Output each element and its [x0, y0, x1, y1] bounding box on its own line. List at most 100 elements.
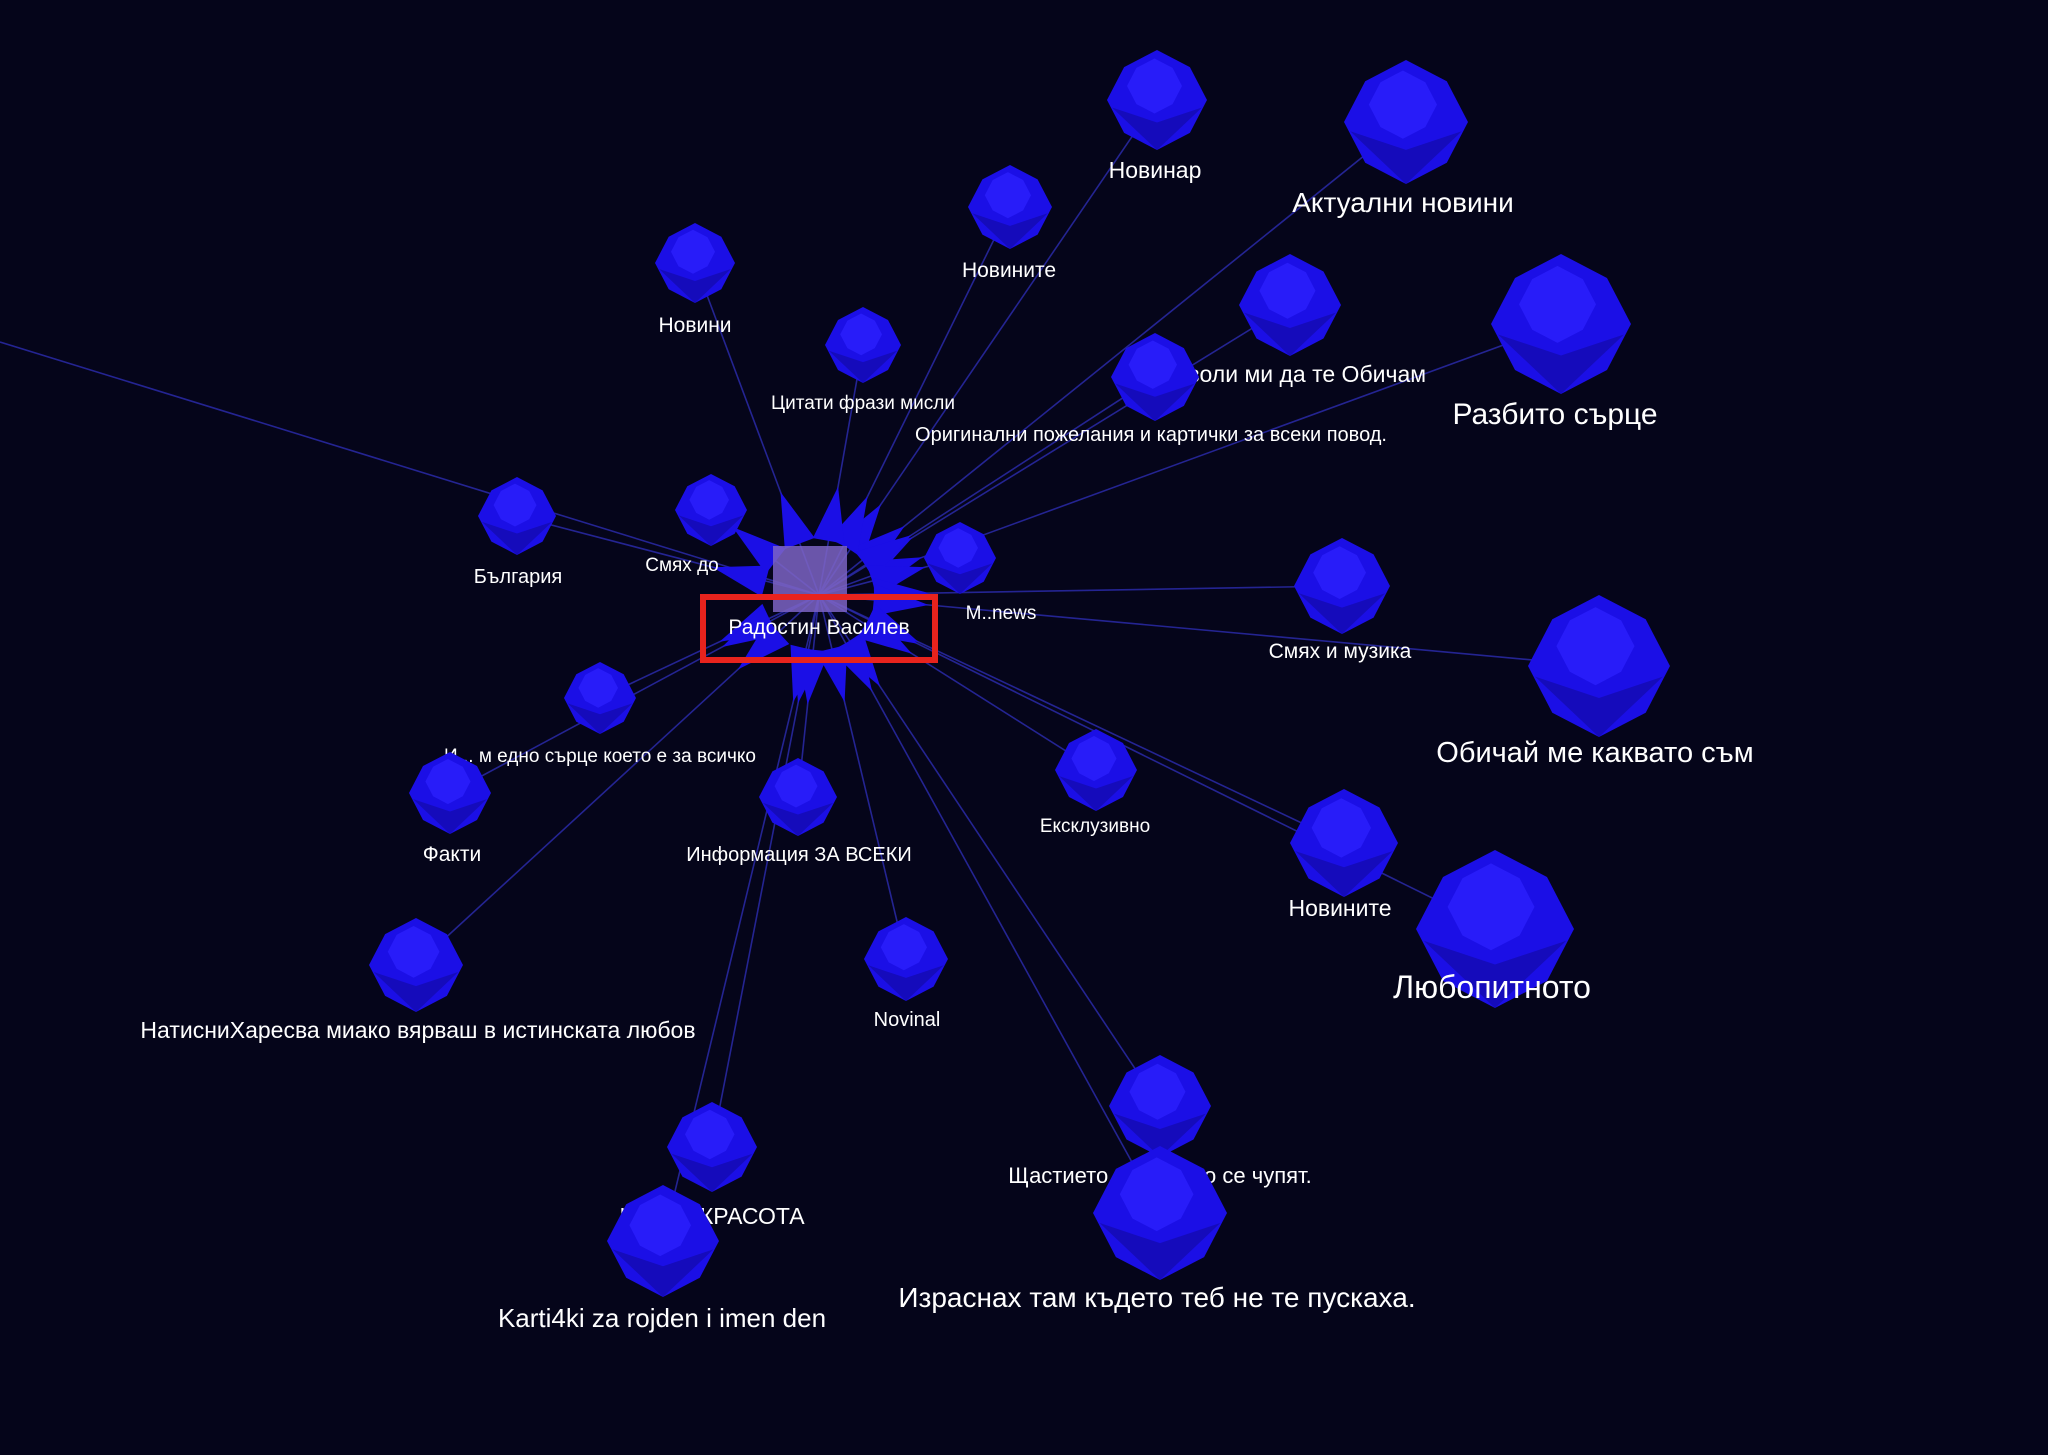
node-facet: [1311, 798, 1371, 858]
node-label: НатисниХаресва миако вярваш в истинската…: [140, 1017, 695, 1043]
node-shade: [678, 515, 744, 546]
graph-node-14[interactable]: Факти: [409, 752, 491, 866]
graph-node-23[interactable]: Karti4ki za rojden i imen den: [498, 1185, 826, 1333]
node-shade: [1115, 383, 1195, 421]
graph-node-20[interactable]: Novinal: [864, 917, 948, 1031]
node-facet: [1368, 70, 1437, 139]
graph-node-0[interactable]: Новинар: [1107, 50, 1207, 183]
edge-12: [818, 594, 1600, 667]
node-facet: [671, 229, 715, 274]
node-label: Новини: [658, 314, 731, 337]
graph-node-3[interactable]: Новини: [655, 223, 735, 337]
node-shade: [567, 703, 633, 734]
edge-18: [818, 594, 1496, 930]
node-shade: [1114, 1113, 1206, 1157]
graph-node-17[interactable]: Новините: [1288, 789, 1398, 921]
node-shade: [1099, 1223, 1221, 1280]
node-label: Актуални новини: [1292, 187, 1514, 218]
node-label: Новинар: [1109, 157, 1202, 183]
node-facet: [685, 1109, 735, 1160]
node-facet: [1128, 340, 1177, 389]
node-shade: [1112, 107, 1202, 150]
node-shade: [828, 350, 898, 383]
graph-node-13[interactable]: И... м едно сърце което е за всичко: [444, 662, 756, 767]
node-shade: [1298, 593, 1386, 634]
graph-node-21[interactable]: НЕ... И КРАСОТА: [619, 1102, 805, 1229]
cones-layer: [712, 486, 929, 705]
node-label: Информация ЗА ВСЕКИ: [686, 844, 911, 866]
graph-node-5[interactable]: Позволи ми да те Обичам: [1148, 254, 1426, 387]
edge-1: [818, 121, 1407, 596]
node-facet: [984, 172, 1031, 219]
node-shade: [1423, 940, 1567, 1008]
node-label: Ексклузивно: [1040, 816, 1150, 837]
node-facet: [1519, 265, 1596, 343]
edge-arrow-3: [780, 492, 815, 550]
center-node-label[interactable]: Радостин Василев: [728, 616, 909, 639]
node-label: Смях и музика: [1269, 640, 1412, 663]
node-shade: [927, 563, 993, 594]
center-avatar[interactable]: [773, 546, 847, 612]
node-shade: [1498, 334, 1624, 394]
node-label: Разбито сърце: [1452, 398, 1657, 431]
graph-node-15[interactable]: Информация ЗА ВСЕКИ: [686, 758, 912, 866]
node-label: Цитати фрази мисли: [771, 393, 955, 414]
node-shade: [1059, 776, 1133, 811]
graph-node-1[interactable]: Актуални новини: [1292, 60, 1514, 218]
node-label: Израснах там където теб не те пускаха.: [898, 1282, 1415, 1313]
edge-arrow-18: [861, 605, 918, 644]
node-facet: [578, 668, 618, 708]
node-shade: [1535, 676, 1663, 737]
node-label: Факти: [423, 843, 481, 866]
graph-node-6[interactable]: Разбито сърце: [1452, 254, 1658, 431]
node-shade: [671, 1153, 753, 1192]
node-label: Оригинални пожелания и картички за всеки…: [915, 424, 1387, 446]
edge-13: [599, 594, 820, 699]
graph-node-10[interactable]: M..news: [924, 522, 1036, 624]
graph-node-19[interactable]: НатисниХаресва миако вярваш в истинската…: [140, 918, 696, 1043]
node-facet: [629, 1194, 691, 1257]
edge-24: [818, 594, 1161, 1214]
center-node[interactable]: Радостин Василев: [700, 546, 938, 663]
node-shade: [1295, 851, 1393, 897]
node-label: Смях до: [645, 555, 719, 576]
node-facet: [938, 528, 978, 568]
edge-arrow-9: [732, 527, 786, 574]
node-shade: [481, 521, 553, 555]
graph-node-4[interactable]: Цитати фрази мисли: [771, 307, 955, 414]
node-facet: [774, 764, 818, 808]
node-label: И... м едно сърце което е за всичко: [444, 746, 756, 767]
node-facet: [387, 926, 440, 978]
edge-offscreen-0: [0, 341, 820, 596]
graph-node-24[interactable]: Израснах там където теб не те пускаха.: [898, 1146, 1416, 1313]
node-facet: [1119, 1157, 1194, 1232]
graph-node-7[interactable]: Оригинални пожелания и картички за всеки…: [915, 333, 1387, 446]
graph-node-16[interactable]: Ексклузивно: [1040, 729, 1150, 837]
graph-node-12[interactable]: Обичай ме каквато съм: [1436, 595, 1754, 769]
graph-node-9[interactable]: Смях до: [645, 474, 747, 576]
node-label: M..news: [966, 603, 1037, 624]
node-label: Любопитното: [1393, 969, 1591, 1005]
node-label: Новините: [1288, 895, 1391, 921]
graph-node-11[interactable]: Смях и музика: [1269, 538, 1412, 663]
node-facet: [1129, 1063, 1186, 1120]
node-shade: [1350, 131, 1462, 184]
node-shade: [868, 965, 944, 1001]
node-label: България: [474, 566, 562, 588]
node-label: Обичай ме каквато съм: [1436, 737, 1753, 769]
node-shade: [373, 972, 459, 1012]
graph-node-2[interactable]: Новините: [962, 165, 1056, 282]
graph-node-22[interactable]: Щастието и ч... есно се чупят.: [1008, 1055, 1312, 1188]
node-facet: [840, 313, 882, 356]
graph-node-8[interactable]: България: [474, 477, 562, 588]
node-facet: [425, 759, 471, 805]
edge-16: [818, 594, 1097, 771]
node-label: Новините: [962, 259, 1056, 282]
node-facet: [689, 480, 729, 520]
node-shade: [612, 1249, 714, 1297]
node-facet: [1071, 736, 1117, 782]
node-shade: [413, 799, 487, 834]
graph-node-18[interactable]: Любопитното: [1393, 850, 1591, 1008]
